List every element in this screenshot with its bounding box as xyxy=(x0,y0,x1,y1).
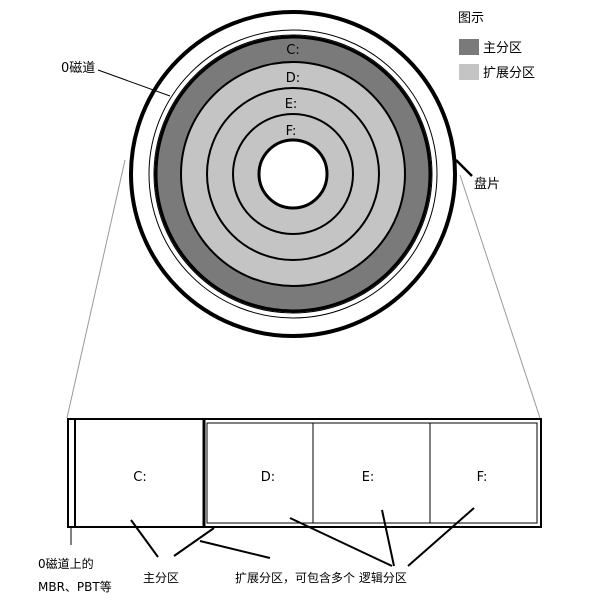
primary-leader-2 xyxy=(173,527,215,557)
logical-leader-e xyxy=(381,509,395,567)
extended-annotation: 扩展分区，可包含多个 逻辑分区 xyxy=(235,570,407,585)
legend-label-extended: 扩展分区 xyxy=(483,66,535,81)
track0-leader xyxy=(97,69,171,97)
legend-label-primary: 主分区 xyxy=(483,41,522,56)
mbr-label-line1: 0磁道上的 xyxy=(38,556,94,571)
cell-label-c: C: xyxy=(133,470,146,485)
legend-swatch-extended xyxy=(459,64,479,80)
legend-swatch-primary xyxy=(459,39,479,55)
primary-annotation: 主分区 xyxy=(143,571,179,585)
projection-line-right xyxy=(459,174,541,419)
cell-label-e: E: xyxy=(362,470,375,485)
platter-leader xyxy=(455,159,473,177)
spindle-hole xyxy=(257,138,329,210)
platter-inner-line xyxy=(148,29,438,319)
ring-label-c: C: xyxy=(286,43,299,58)
cell-label-f: F: xyxy=(477,470,488,485)
platter-label: 盘片 xyxy=(474,176,500,192)
layout-outer-frame xyxy=(67,418,542,528)
track0-label: 0磁道 xyxy=(61,61,95,76)
ring-label-d: D: xyxy=(286,71,300,86)
linear-layout: C: D: E: F: xyxy=(67,418,542,528)
extended-leader xyxy=(199,540,271,559)
extended-inner-frame xyxy=(206,422,538,524)
cell-label-d: D: xyxy=(261,470,275,485)
legend-title: 图示 xyxy=(458,11,484,26)
mbr-label-line2: MBR、PBT等 xyxy=(38,580,112,594)
projection-line-left xyxy=(66,159,126,419)
logical-leader-d xyxy=(289,517,393,567)
disk-platter: C: D: E: F: xyxy=(129,10,457,338)
legend: 图示 主分区 扩展分区 xyxy=(458,11,535,81)
ring-label-f: F: xyxy=(286,124,297,139)
logical-leader-f xyxy=(407,507,475,567)
ring-label-e: E: xyxy=(285,97,298,112)
primary-leader-1 xyxy=(130,519,159,558)
track0-ring xyxy=(153,34,433,314)
